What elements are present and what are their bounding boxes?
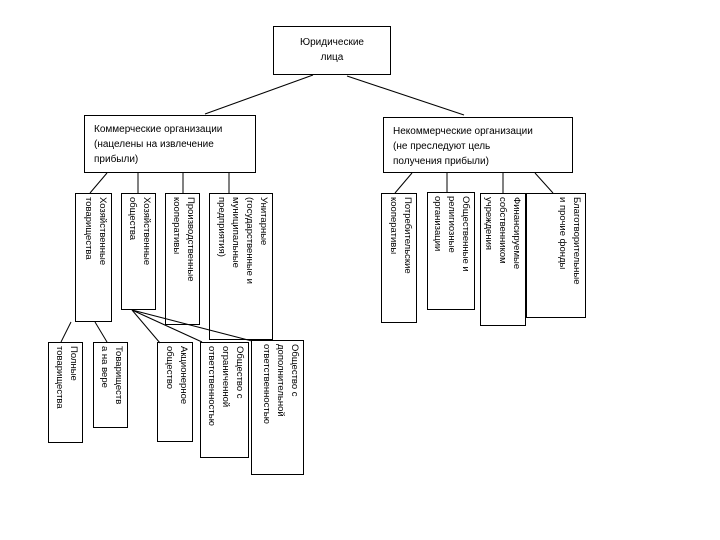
node-joint-stock-company: Акционерное общество bbox=[157, 342, 193, 442]
node-legal-entities: Юридические лица bbox=[273, 26, 391, 75]
node-business-partnerships: Хозяйственные товарищества bbox=[75, 193, 112, 322]
node-commercial-organizations: Коммерческие организации (нацелены на из… bbox=[84, 115, 256, 173]
node-consumer-cooperatives: Потребительские кооперативы bbox=[381, 193, 417, 323]
node-owner-financed-institutions: Финансируемые собственником учреждения bbox=[480, 193, 526, 326]
node-additional-liability-company: Общество с дополнительной ответственност… bbox=[251, 340, 304, 475]
node-full-partnerships: Полные товарищества bbox=[48, 342, 83, 443]
node-public-religious-organizations: Общественные и религиозные организации bbox=[427, 192, 475, 310]
node-unitary-enterprises: Унитарные (государственные и муниципальн… bbox=[209, 193, 273, 340]
node-noncommercial-organizations: Некоммерческие организации (не преследую… bbox=[383, 117, 573, 173]
node-production-cooperatives: Производственные кооперативы bbox=[165, 193, 200, 325]
node-charitable-and-other-funds: Благотворительные и прочие фонды bbox=[526, 193, 586, 318]
node-limited-partnerships: Товариществ а на вере bbox=[93, 342, 128, 428]
node-limited-liability-company: Общество с ограниченной ответственностью bbox=[200, 342, 249, 458]
node-business-companies: Хозяйственные общества bbox=[121, 193, 156, 310]
